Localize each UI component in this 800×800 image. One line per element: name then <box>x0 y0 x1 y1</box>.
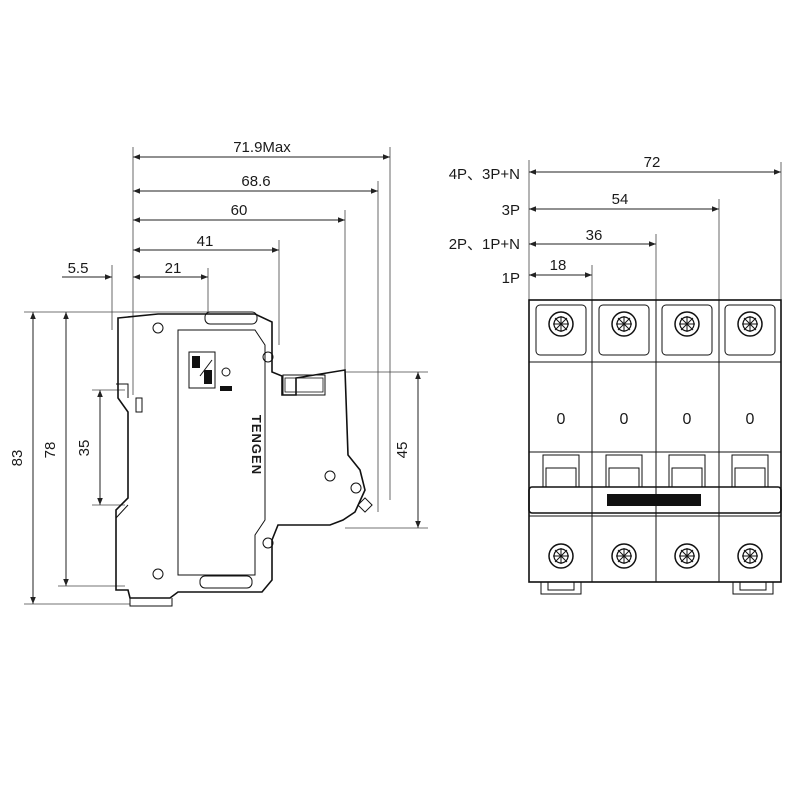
rail-clip-top <box>116 383 129 398</box>
pole-handle-slot <box>668 454 706 488</box>
din-clip <box>540 582 582 595</box>
pole-indicator: 0 <box>683 411 692 428</box>
side-body-outline <box>115 313 366 599</box>
side-horizontal-dimensions: 71.9Max 68.6 60 41 21 5.5 <box>62 139 391 512</box>
terminal-screw-icon <box>674 311 700 337</box>
dim-label-35: 35 <box>76 440 93 457</box>
toggle-handle-inner <box>284 377 324 393</box>
dim-label-45: 45 <box>394 442 411 459</box>
test-button-icon <box>357 497 373 513</box>
pole-indicator: 0 <box>557 411 566 428</box>
side-inner-panel <box>177 329 266 576</box>
circuit-symbol-icon <box>188 351 232 391</box>
rail-clip-bottom <box>115 504 129 519</box>
label-4p: 4P、3P+N <box>449 166 520 183</box>
side-vertical-dimensions: 83 78 35 45 <box>9 311 428 605</box>
bottom-terminal-screw <box>199 575 253 589</box>
dim-label-71-9: 71.9Max <box>233 139 291 156</box>
brand-logo-text: TENGEN <box>249 415 264 475</box>
rivet-icon <box>324 470 336 482</box>
dim-label-54: 54 <box>612 191 629 208</box>
pole-handle-slot <box>605 454 643 488</box>
dim-label-18: 18 <box>550 257 567 274</box>
dim-label-5-5: 5.5 <box>68 260 89 277</box>
pole-handle-slot <box>542 454 580 488</box>
breaker-side-body: TENGEN <box>115 311 373 607</box>
common-trip-bar <box>528 486 782 514</box>
bottom-slider <box>129 598 173 607</box>
pole-3: 0 <box>661 304 713 569</box>
rivet-icon <box>262 351 274 363</box>
din-clip <box>732 582 774 595</box>
terminal-screw-icon <box>548 311 574 337</box>
terminal-screw-icon <box>548 543 574 569</box>
label-2p: 2P、1P+N <box>449 236 520 253</box>
dim-label-21: 21 <box>165 260 182 277</box>
front-body-outline <box>528 299 782 583</box>
pole-handle-slot <box>731 454 769 488</box>
terminal-screw-icon <box>737 543 763 569</box>
dim-label-36: 36 <box>586 227 603 244</box>
terminal-screw-icon <box>611 543 637 569</box>
breaker-front-body: 0 0 <box>528 299 782 595</box>
rivet-icon <box>262 537 274 549</box>
pole-2: 0 <box>598 304 650 569</box>
pole-4: 0 <box>724 304 776 595</box>
dim-label-41: 41 <box>197 233 214 250</box>
dim-label-83: 83 <box>9 450 26 467</box>
rivet-icon <box>350 482 362 494</box>
label-3p: 3P <box>502 202 520 219</box>
rail-latch <box>135 397 143 413</box>
label-1p: 1P <box>502 270 520 287</box>
pole-configuration-labels: 4P、3P+N 3P 2P、1P+N 1P <box>449 166 520 287</box>
dim-label-68-6: 68.6 <box>241 173 270 190</box>
pole-indicator: 0 <box>746 411 755 428</box>
rivet-icon <box>152 322 164 334</box>
terminal-screw-icon <box>611 311 637 337</box>
toggle-handle <box>282 374 326 396</box>
top-terminal-screw <box>204 311 258 325</box>
pole-indicator: 0 <box>620 411 629 428</box>
rivet-icon <box>152 568 164 580</box>
dim-label-60: 60 <box>231 202 248 219</box>
dim-label-78: 78 <box>42 442 59 459</box>
handle-tie-bar <box>607 494 701 506</box>
pole-1: 0 <box>535 304 587 595</box>
terminal-screw-icon <box>737 311 763 337</box>
front-view: 4P、3P+N 3P 2P、1P+N 1P 72 54 36 18 <box>449 154 782 595</box>
terminal-screw-icon <box>674 543 700 569</box>
side-view: 71.9Max 68.6 60 41 21 5.5 83 <box>9 139 428 607</box>
front-width-dimensions: 72 54 36 18 <box>528 154 782 300</box>
dim-label-72: 72 <box>644 154 661 171</box>
